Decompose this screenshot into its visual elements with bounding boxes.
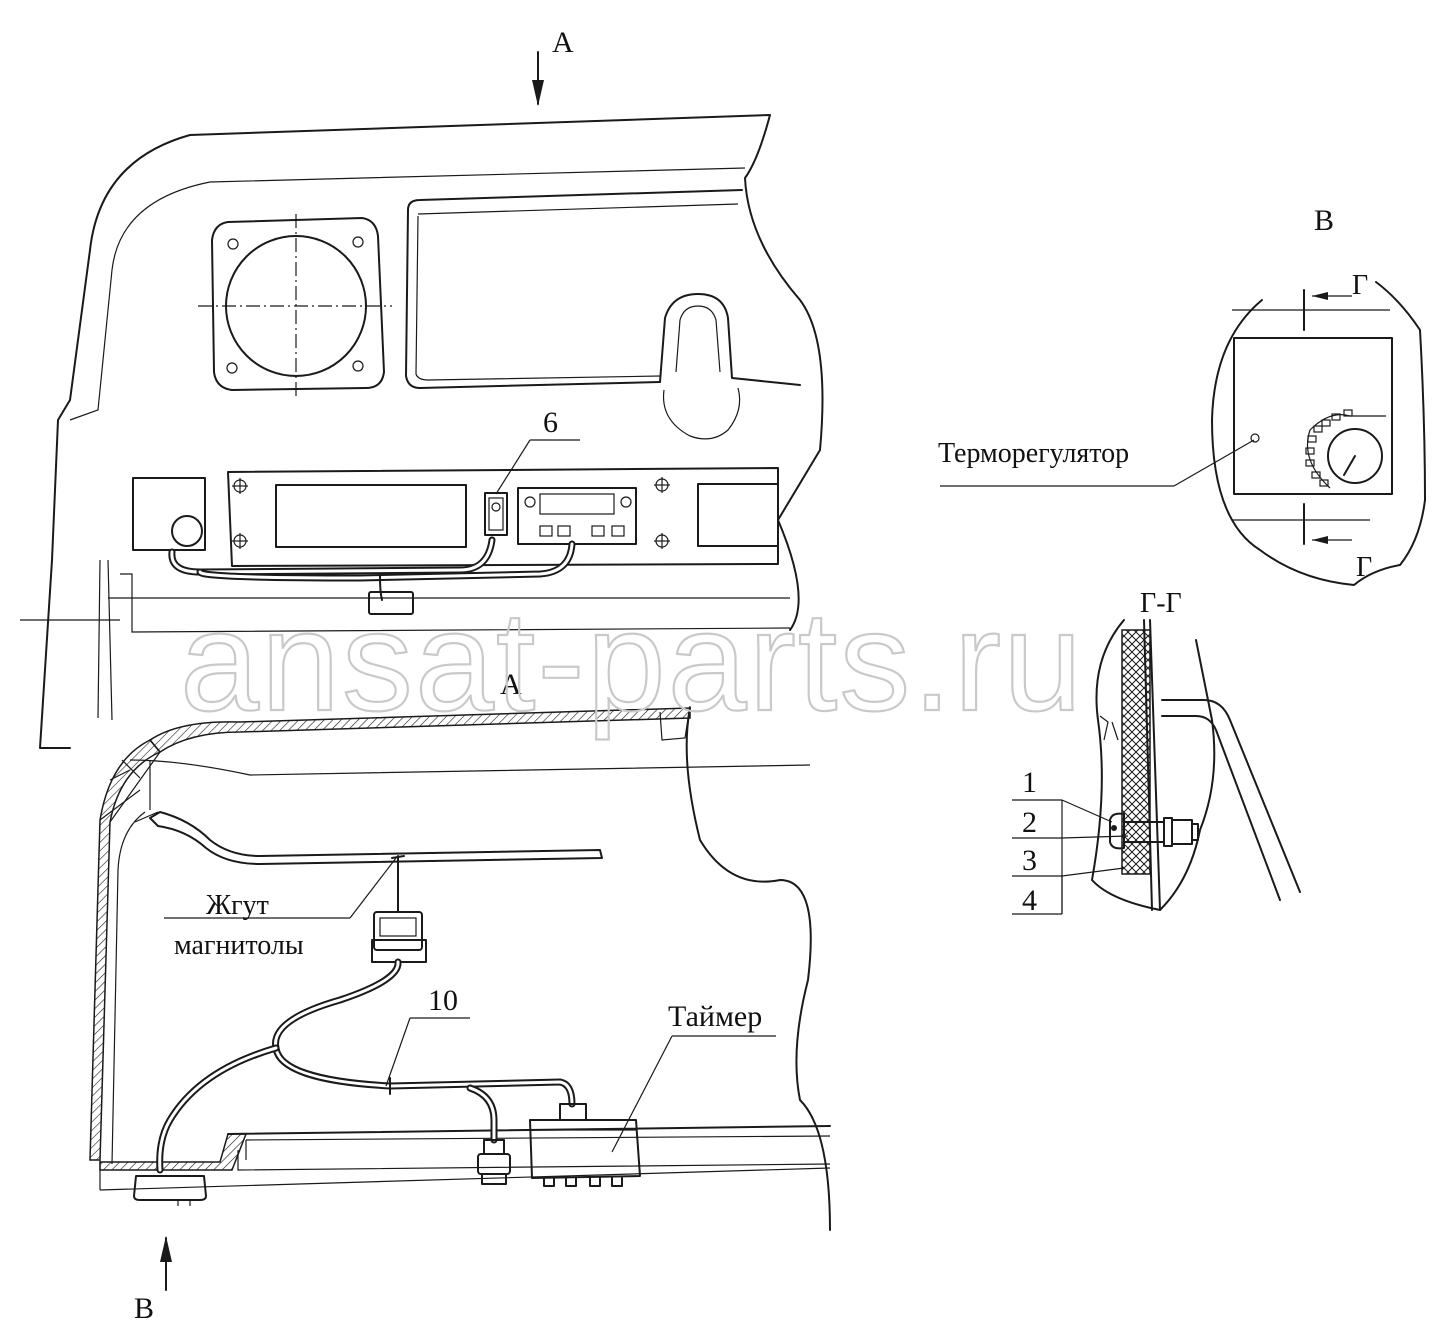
section-g-g-title: Г-Г [1140,588,1182,619]
callout-leader-6 [495,439,531,495]
thermostat-dial-scale [1305,409,1353,487]
speaker-mount [198,214,392,400]
label-g-top: Г [1352,270,1368,301]
section-callouts: 1 2 3 4 [1012,766,1129,917]
control-panel-strip [227,467,779,567]
view-a-lower: А [89,668,831,1231]
label-timer: Таймер [668,1000,762,1033]
view-arrow-a [532,51,544,106]
callout-3: 3 [1022,844,1037,877]
heater-switch [484,492,508,536]
label-harness-line2: магнитолы [174,930,304,961]
detail-b-title: В [1314,204,1334,237]
thermostat-module-top [132,477,206,551]
section-g-g: Г-Г 1 2 3 4 [1012,588,1301,917]
callout-4: 4 [1022,884,1037,917]
view-label-a-top: А [552,26,574,59]
callout-1: 1 [1022,766,1037,799]
view-arrow-b [160,1236,172,1291]
thermostat-module-bottom [133,1175,207,1206]
detail-b-view: В Г Г [1211,204,1426,586]
view-label-b-bottom: В [134,1292,154,1325]
view-label-a-mid: А [500,668,522,701]
callout-10: 10 [428,984,458,1017]
radio-harness-connector [371,855,427,963]
timer-unit [529,1103,641,1187]
watermark: ansat-parts.ru [180,582,1084,741]
plug-connector [477,1139,511,1185]
timer-control-unit [517,487,637,545]
label-thermostat: Терморегулятор [938,438,1129,469]
label-g-bottom: Г [1356,552,1372,583]
dashboard-top-view [20,114,824,749]
callout-6: 6 [543,406,558,439]
label-harness-line1: Жгут [206,890,269,921]
callout-2: 2 [1022,806,1037,839]
